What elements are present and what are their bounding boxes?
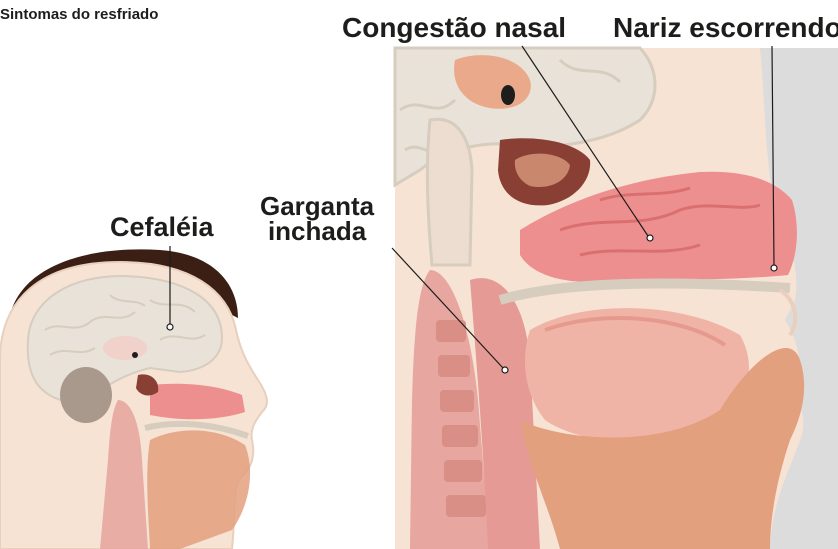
label-garganta-inchada: Garganta inchada — [260, 194, 374, 243]
label-congestao-nasal: Congestão nasal — [342, 14, 566, 42]
small-head — [0, 249, 267, 549]
dot-garganta — [502, 367, 508, 373]
large-section — [395, 48, 838, 549]
label-nariz-escorrendo: Nariz escorrendo — [613, 14, 838, 42]
label-cefaleia: Cefaléia — [110, 214, 214, 241]
label-garganta-line1: Garganta — [260, 194, 374, 219]
label-garganta-line2: inchada — [260, 219, 374, 244]
brainstem-large — [427, 119, 472, 265]
thalamus — [103, 336, 147, 360]
jaw-small — [147, 430, 250, 549]
dot-nariz — [771, 265, 777, 271]
dot-congestao — [647, 235, 653, 241]
dot-cefaleia — [167, 324, 173, 330]
cerebellum — [60, 367, 112, 423]
